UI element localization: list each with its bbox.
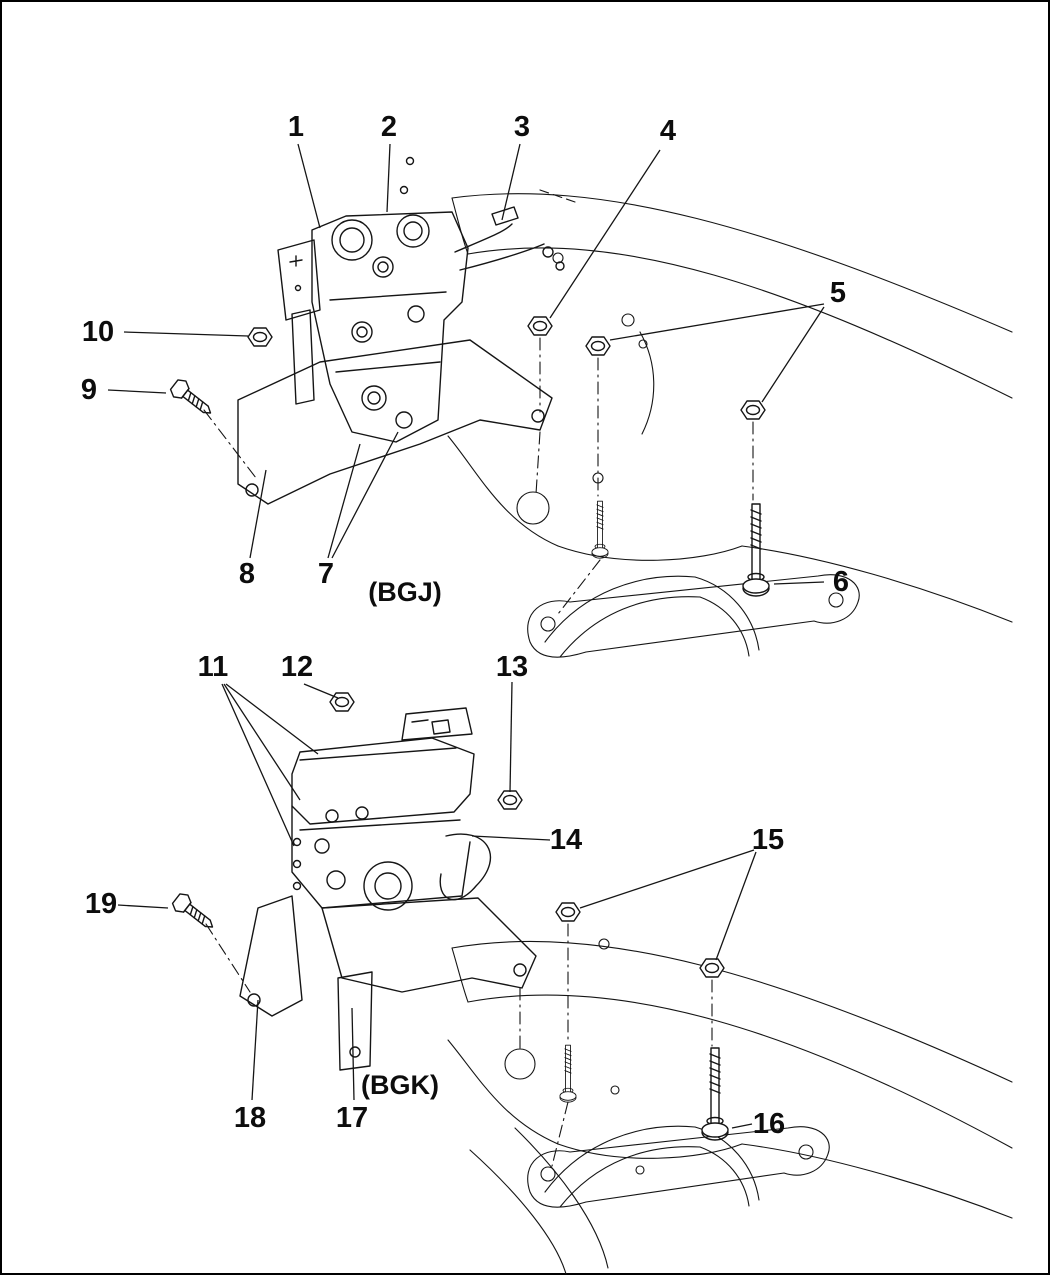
bgj-centerlines [203, 337, 754, 615]
hex-nut-icon [555, 902, 581, 922]
callout-4: 4 [660, 115, 676, 147]
hex-nut-icon [527, 316, 553, 336]
bgk-crossmember-outline [447, 938, 1013, 1275]
hex-nut-icon [699, 958, 725, 978]
callout-16: 16 [753, 1108, 785, 1140]
hex-bolt-icon [559, 1044, 577, 1103]
callout-leader-lines [107, 143, 825, 1129]
hex-nut-icon [585, 336, 611, 356]
hex-screw-icon [167, 376, 218, 422]
callouts: 1 2 3 4 5 6 7 8 9 10 11 12 13 14 15 16 1… [81, 111, 849, 1140]
bgj-hcu-drawing [237, 156, 565, 505]
label-bgk: (BGK) [361, 1070, 439, 1100]
hex-nut-icon [497, 790, 523, 810]
callout-19: 19 [85, 888, 117, 920]
hex-nut-icon [247, 327, 273, 347]
callout-1: 1 [288, 111, 304, 143]
bgk-centerlines [205, 923, 713, 1167]
callout-15: 15 [752, 824, 784, 856]
hex-screw-icon [169, 890, 220, 936]
callout-11: 11 [198, 651, 229, 683]
bgj-crossmember-outline [447, 189, 1013, 658]
callout-5: 5 [830, 277, 846, 309]
hex-nut-icon [740, 400, 766, 420]
bgk-assembly-drawing [169, 692, 1013, 1275]
bgj-assembly-drawing [167, 156, 1013, 658]
callout-9: 9 [81, 374, 97, 406]
callout-6: 6 [833, 566, 849, 598]
callout-12: 12 [281, 651, 313, 683]
bgk-hcu-drawing [239, 707, 537, 1071]
label-bgj: (BGJ) [368, 577, 442, 607]
callout-7: 7 [318, 558, 334, 590]
hex-bolt-icon [742, 503, 770, 597]
callout-14: 14 [550, 824, 582, 856]
callout-10: 10 [82, 316, 114, 348]
hex-bolt-icon [591, 500, 609, 559]
callout-2: 2 [381, 111, 397, 143]
callout-3: 3 [514, 111, 530, 143]
callout-17: 17 [336, 1102, 368, 1134]
callout-13: 13 [496, 651, 528, 683]
callout-8: 8 [239, 558, 255, 590]
callout-18: 18 [234, 1102, 266, 1134]
hex-bolt-icon [701, 1047, 729, 1141]
bgj-hardware [167, 316, 770, 597]
